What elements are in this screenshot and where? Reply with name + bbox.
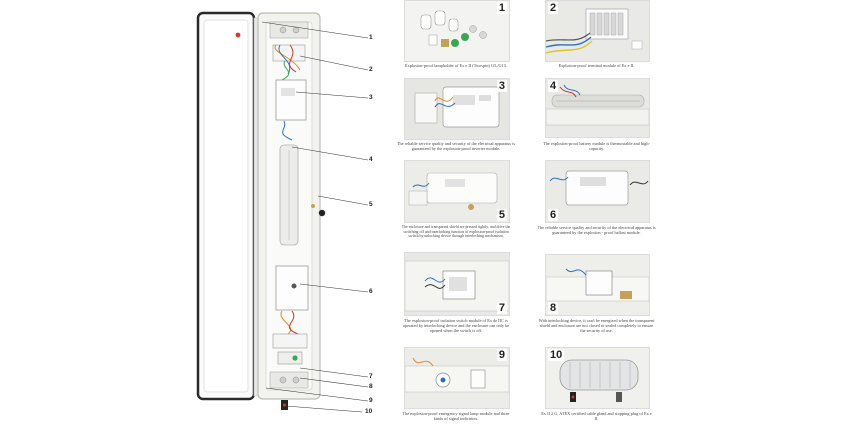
panel-6-number: 6 [548, 209, 559, 221]
panel-5-photo: 5 [404, 160, 510, 223]
panel-8-number: 8 [548, 302, 559, 314]
callout-5: 5 [369, 201, 373, 208]
panel-6-caption: The reliable service quality and securit… [537, 225, 656, 236]
panel-5-number: 5 [496, 209, 507, 221]
panel-2-photo: 2 [545, 0, 650, 62]
callout-6: 6 [369, 288, 373, 295]
panel-9-photo: 9 [404, 347, 510, 409]
panel-7-caption: The explosion-proof isolation switch mod… [402, 318, 510, 334]
panel-4-caption: The explosion-proof battery module is th… [543, 141, 650, 152]
panel-10-photo: 10 [545, 347, 650, 409]
callout-9: 9 [369, 397, 373, 404]
panel-1-number: 1 [496, 2, 507, 14]
panel-3-photo: 3 [404, 78, 510, 140]
callout-2: 2 [369, 66, 373, 73]
callout-3: 3 [369, 94, 373, 101]
panel-8-caption: With interlocking device, it can't be en… [538, 318, 655, 334]
callout-8: 8 [369, 383, 373, 390]
panel-6-photo: 6 [545, 160, 650, 223]
panel-1-caption: Explosion-proof lampholder of Ex e II (T… [405, 63, 507, 68]
panel-7-photo: 7 [404, 252, 510, 316]
panel-8-photo: 8 [545, 254, 650, 316]
panel-9-number: 9 [496, 349, 507, 361]
callout-1: 1 [369, 34, 373, 41]
callout-7: 7 [369, 373, 373, 380]
panel-3-number: 3 [496, 80, 507, 92]
panel-4-number: 4 [548, 80, 559, 92]
panel-7-number: 7 [496, 302, 507, 314]
panel-10-number: 10 [548, 349, 565, 361]
panel-9-caption: The explosion-proof emergency signal lam… [402, 411, 510, 422]
panel-1-photo: 1 [404, 0, 510, 62]
callout-10: 10 [365, 408, 373, 415]
panel-2-number: 2 [548, 2, 559, 14]
panel-2-caption: Explosion-proof terminal module of Ex e … [558, 63, 635, 68]
callout-4: 4 [369, 156, 373, 163]
panel-4-photo: 4 [545, 78, 650, 138]
panel-3-caption: The reliable service quality and securit… [396, 141, 516, 152]
panel-5-caption: The enclosure and transparent shield are… [401, 225, 511, 238]
panel-10-caption: Ex II 2 G, ATEX certified cable gland an… [541, 411, 652, 422]
